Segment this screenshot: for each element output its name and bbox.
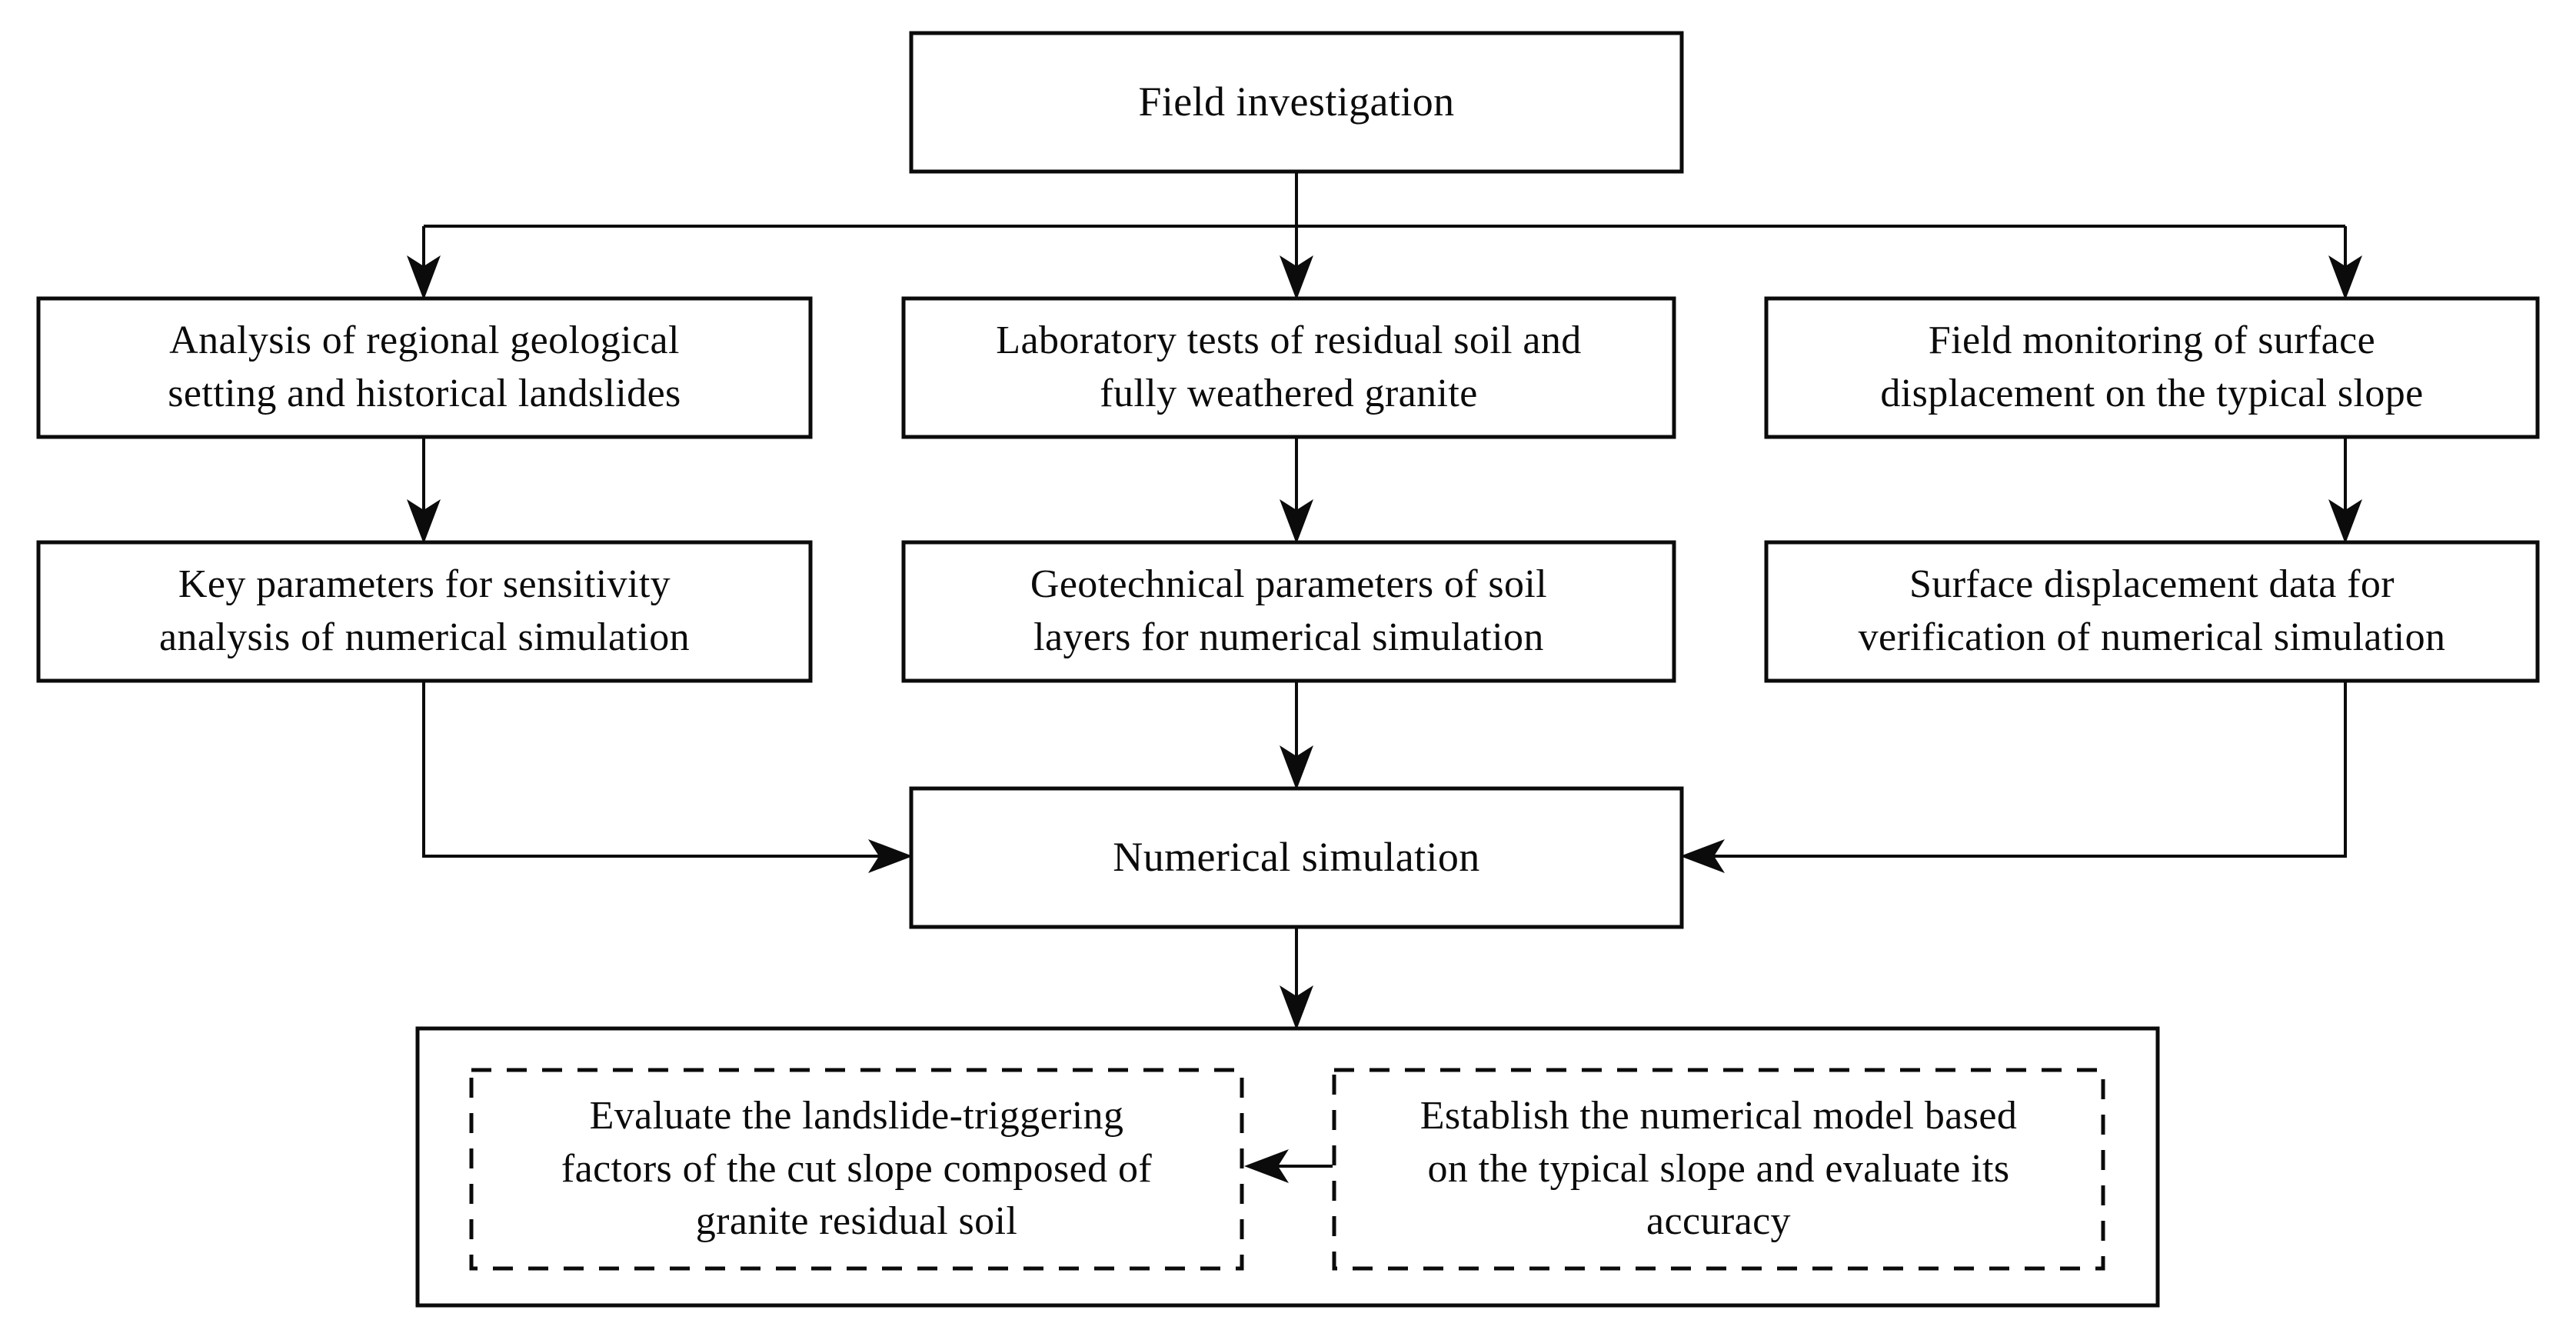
node-laboratory-tests[interactable] bbox=[901, 296, 1676, 439]
connector-bus-to-regional-analysis bbox=[407, 226, 441, 300]
connector-geotechnical-parameters-to-numerical-simulation bbox=[1280, 681, 1313, 790]
connector-key-parameters-to-numerical-simulation bbox=[422, 681, 913, 873]
node-regional-analysis[interactable] bbox=[36, 296, 813, 439]
connector-surface-displacement-data-to-numerical-simulation bbox=[1680, 681, 2347, 873]
node-surface-displacement-data[interactable] bbox=[1764, 540, 2540, 683]
node-key-parameters[interactable] bbox=[36, 540, 813, 683]
connector-laboratory-tests-to-geotechnical-parameters bbox=[1280, 437, 1313, 544]
node-evaluate-factors[interactable] bbox=[469, 1068, 1244, 1271]
connector-numerical-simulation-to-outcomes bbox=[1280, 927, 1313, 1030]
node-establish-model[interactable] bbox=[1332, 1068, 2105, 1271]
node-geotechnical-parameters[interactable] bbox=[901, 540, 1676, 683]
connector-bus-to-field-monitoring bbox=[2328, 226, 2362, 300]
node-numerical-simulation[interactable] bbox=[909, 786, 1684, 929]
node-field-investigation[interactable] bbox=[909, 31, 1684, 174]
connector-field-investigation-to-bus bbox=[424, 172, 2345, 228]
connector-bus-to-laboratory-tests bbox=[1280, 226, 1313, 300]
connector-field-monitoring-to-surface-displacement-data bbox=[2328, 437, 2362, 544]
connector-establish-model-to-evaluate-factors bbox=[1244, 1149, 1333, 1183]
connector-regional-analysis-to-key-parameters bbox=[407, 437, 441, 544]
node-field-monitoring[interactable] bbox=[1764, 296, 2540, 439]
